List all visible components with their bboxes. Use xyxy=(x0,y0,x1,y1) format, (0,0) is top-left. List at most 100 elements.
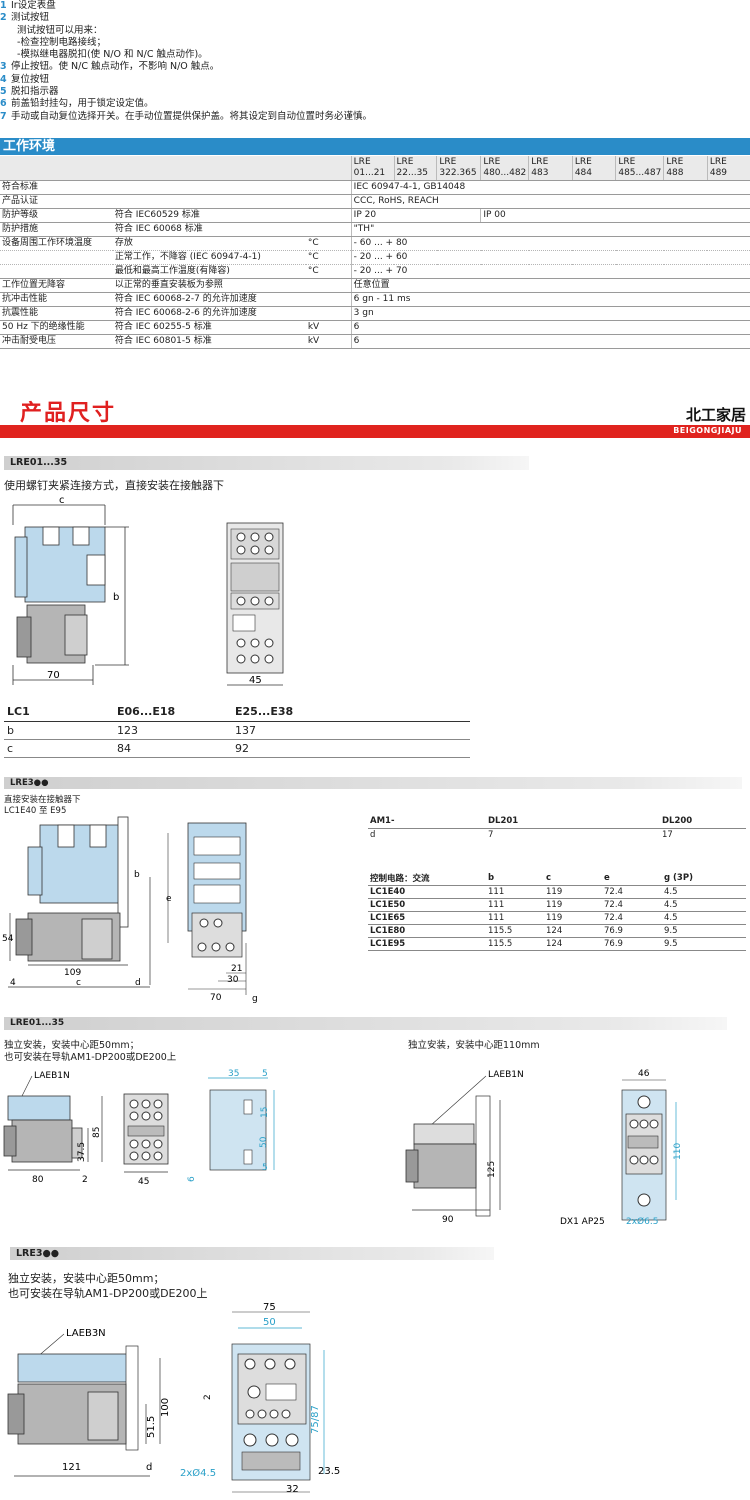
s4-dim-100: 100 xyxy=(160,1398,171,1417)
env-col-a: LRE xyxy=(666,157,684,167)
lc1-r1c1: 84 xyxy=(114,739,232,758)
env-col-a: LRE xyxy=(531,157,549,167)
env-col-a: LRE xyxy=(353,157,371,167)
s3-desc3: 独立安装，安装中心距110mm xyxy=(408,1040,540,1051)
ctl-cell: 111 xyxy=(486,911,544,925)
s3-left-drawing: LAEB1N 85 37.5 80 2 45 35 5 15 50 5 6 xyxy=(3,1069,275,1187)
lc1-r0c0: b xyxy=(4,721,114,740)
s3-dim-46: 46 xyxy=(638,1069,650,1079)
env-unit xyxy=(305,208,352,223)
note-line: 测试按钮可以用来： xyxy=(0,25,750,37)
env-param: 抗冲击性能 xyxy=(0,292,113,307)
lc1-r0c1: 123 xyxy=(114,721,232,740)
note-number: 7 xyxy=(0,110,7,122)
env-unit: kV xyxy=(305,320,352,335)
env-unit: °C xyxy=(305,250,352,265)
s3-dim-110: 110 xyxy=(673,1143,683,1160)
s1-side-drawing: c b 70 45 xyxy=(12,495,284,686)
env-param: 工作位置无降容 xyxy=(0,278,113,293)
s3-dim-85: 85 xyxy=(92,1127,102,1138)
s2-dim-d: d xyxy=(135,978,141,988)
env-condition: 存放 xyxy=(112,236,306,251)
s3-desc2: 也可安装在导轨AM1-DP200或DE200上 xyxy=(4,1052,177,1063)
s2-dim-54: 54 xyxy=(2,934,14,944)
s4-laeb3n: LAEB3N xyxy=(66,1328,106,1339)
env-value: CCC, RoHS, REACH xyxy=(350,194,750,209)
env-param: 冲击耐受电压 xyxy=(0,334,113,349)
s2-am-table: AM1- DL201 DL200 d 7 17 xyxy=(368,815,746,841)
env-col-b: 480...482 xyxy=(483,168,527,178)
env-param: 产品认证 xyxy=(0,194,113,209)
env-param: 符合标准 xyxy=(0,180,113,195)
env-col-b: 489 xyxy=(709,168,728,178)
env-col-a: LRE xyxy=(439,157,457,167)
env-condition xyxy=(112,194,306,209)
s3-dim-5b: 5 xyxy=(262,1163,268,1173)
env-col-a: LRE xyxy=(396,157,414,167)
brand-en: BEIGONGJIAJU xyxy=(673,426,742,435)
note-text: Ir设定表盘 xyxy=(11,0,56,11)
note-text: -模拟继电器脱扣(使 N/O 和 N/C 触点动作)。 xyxy=(11,49,208,61)
note-number: 4 xyxy=(0,73,7,85)
s4-dim-51: 51.5 xyxy=(146,1416,157,1438)
s4-dim-75: 75 xyxy=(263,1302,276,1313)
note-line: -模拟继电器脱扣(使 N/O 和 N/C 触点动作)。 xyxy=(0,49,750,61)
env-condition: 正常工作，不降容 (IEC 60947-4-1) xyxy=(112,250,306,265)
s4-hole: 2xØ4.5 xyxy=(180,1467,216,1479)
env-value: 3 gn xyxy=(350,306,750,321)
s3-bar: LRE01...35 xyxy=(4,1017,727,1030)
env-param: 防护等级 xyxy=(0,208,113,223)
env-value: IP 20 xyxy=(350,208,481,223)
env-param xyxy=(0,250,113,265)
s1-bar: LRE01...35 xyxy=(4,456,529,470)
env-row: 产品认证 CCC, RoHS, REACH xyxy=(0,194,750,209)
ctl-cell: LC1E40 xyxy=(368,885,486,899)
s2-bar: LRE3●● xyxy=(4,777,742,789)
note-number: 6 xyxy=(0,98,7,110)
ctl-header: e xyxy=(602,871,662,886)
env-value: - 20 ... + 60 xyxy=(350,250,750,265)
s2-dim-c: c xyxy=(76,978,81,988)
s1-dim-b: b xyxy=(113,592,119,603)
s2-dim-70: 70 xyxy=(210,993,222,1003)
s1-dim-70: 70 xyxy=(47,670,60,681)
s3-hole: 2xØ6.5 xyxy=(626,1216,658,1227)
ctl-cell: 115.5 xyxy=(486,924,544,938)
env-row: 防护措施符合 IEC 60068 标准"TH" xyxy=(0,222,750,237)
s1-lc1-table: LC1 E06...E18 E25...E38 b 123 137 c 84 9… xyxy=(4,703,470,758)
ctl-cell: 72.4 xyxy=(602,911,662,925)
s2-dim-4: 4 xyxy=(10,978,16,988)
s4-bar: LRE3●● xyxy=(10,1247,494,1260)
am-r0: d xyxy=(370,829,376,840)
s3-dim-5a: 5 xyxy=(262,1069,268,1079)
env-unit xyxy=(305,306,352,321)
lc1-h0: LC1 xyxy=(4,703,114,722)
ctl-cell: 4.5 xyxy=(662,898,746,912)
s4-desc1: 独立安装，安装中心距50mm； xyxy=(8,1272,165,1285)
brand-logo: 北工家居 xyxy=(685,406,746,424)
ctl-header: g (3P) xyxy=(662,871,746,886)
env-unit: °C xyxy=(305,236,352,251)
note-text: -检查控制电路接线； xyxy=(11,36,106,48)
env-condition: 符合 IEC 60068-2-6 的允许加速度 xyxy=(112,306,306,321)
s4-dim-7587: 75/87 xyxy=(310,1405,321,1434)
am-r2: 17 xyxy=(662,829,673,840)
env-unit xyxy=(305,180,352,195)
s3-dim-15: 15 xyxy=(260,1107,270,1118)
env-col-a: LRE xyxy=(483,157,501,167)
lc1-r1c0: c xyxy=(4,739,114,758)
ctl-header: c xyxy=(544,871,602,886)
am-r1: 7 xyxy=(488,829,494,840)
am-h0: AM1- xyxy=(368,815,486,829)
ctl-cell: 76.9 xyxy=(602,937,662,951)
ctl-cell: 119 xyxy=(544,911,602,925)
s4-dim-2: 2 xyxy=(203,1394,213,1400)
